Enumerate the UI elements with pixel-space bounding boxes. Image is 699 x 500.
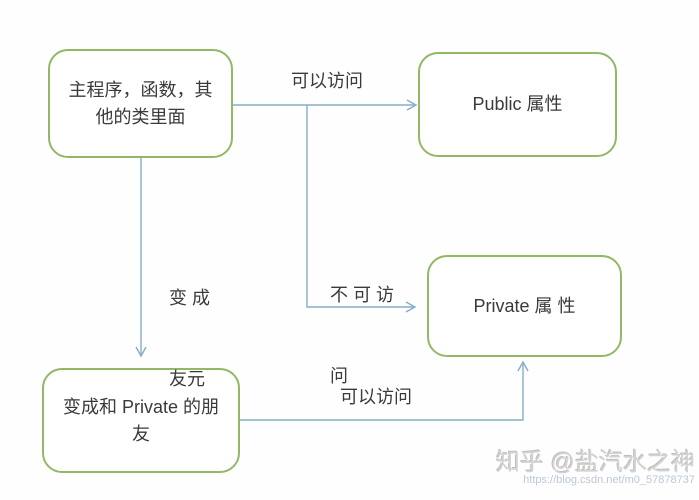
edge-label-can-access-public: 可以访问	[291, 71, 363, 91]
node-friend: 变成和 Private 的朋 友	[42, 368, 240, 473]
edge-label-become-friend: 变 成 友元	[169, 231, 210, 447]
edge-label-can-access-private: 可以访问	[340, 387, 412, 407]
node-friend-label-line2: 友	[132, 423, 150, 444]
edge-label-become-friend-line1: 变 成	[169, 288, 211, 308]
node-caller-label-line2: 他的类里面	[95, 106, 186, 127]
edge-caller-to-private-line	[306, 105, 414, 308]
edge-label-cannot-access-line2: 问	[330, 366, 348, 386]
edge-friend-to-private-arrowhead	[517, 360, 529, 372]
node-public-attribute: Public 属性	[418, 52, 617, 157]
watermark: 知乎 @盐汽水之神 https://blog.csdn.net/m0_57878…	[480, 449, 695, 487]
edge-caller-to-friend-arrowhead	[135, 346, 147, 358]
edge-label-cannot-access-line1: 不 可 访	[330, 285, 395, 305]
edge-label-become-friend-line2: 友元	[169, 369, 205, 389]
edge-caller-to-private-arrowhead	[405, 301, 417, 313]
zhihu-watermark-text: 知乎 @盐汽水之神	[495, 449, 695, 476]
node-public-label: Public 属性	[472, 94, 563, 114]
node-friend-label-line1: 变成和 Private 的朋	[62, 396, 220, 417]
edge-friend-to-private-line	[240, 364, 524, 421]
node-caller-label-line1: 主程序，函数，其	[68, 79, 213, 100]
node-private-attribute: Private 属 性	[427, 255, 622, 357]
edge-label-cannot-access: 不 可 访 问	[330, 228, 394, 444]
node-caller: 主程序，函数，其 他的类里面	[48, 49, 233, 158]
csdn-watermark-url: https://blog.csdn.net/m0_57878737	[523, 474, 695, 486]
node-private-label: Private 属 性	[473, 295, 576, 316]
edge-caller-to-public-arrowhead	[406, 99, 418, 111]
